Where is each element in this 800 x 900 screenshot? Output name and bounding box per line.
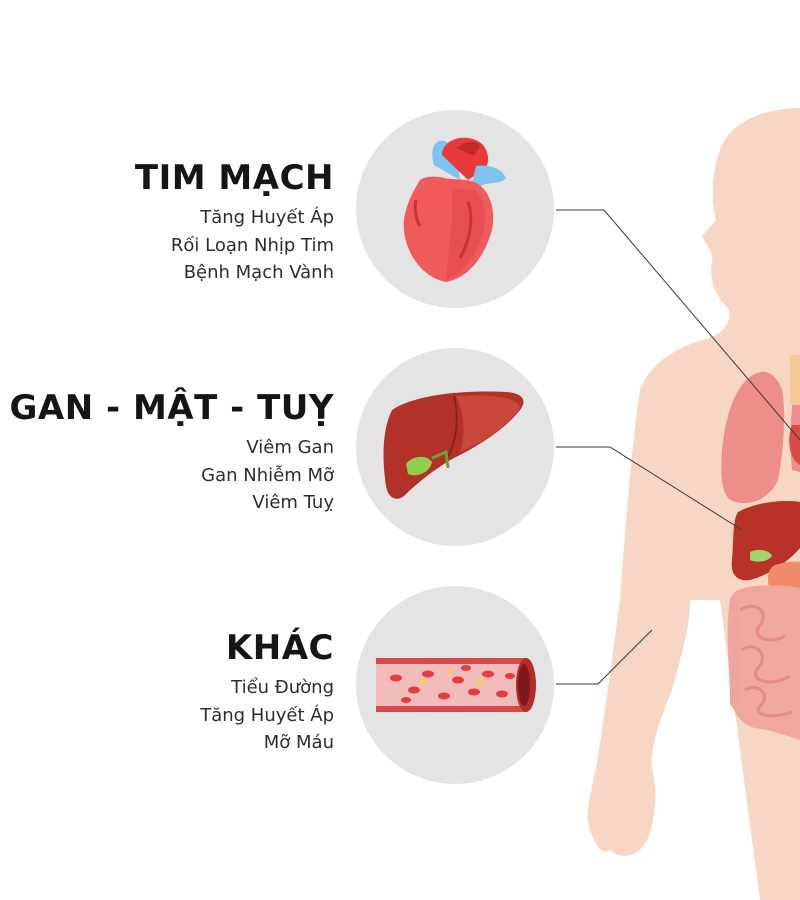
section-other: KHÁC Tiểu Đường Tăng Huyết Áp Mỡ Máu (200, 628, 334, 757)
colon-edge (730, 596, 740, 708)
blood-vessel-icon (376, 658, 536, 712)
trachea (790, 355, 800, 405)
condition-list: Tiểu Đường Tăng Huyết Áp Mỡ Máu (200, 674, 334, 757)
condition-item: Tăng Huyết Áp (200, 704, 334, 726)
section-heading: TIM MẠCH (134, 158, 334, 198)
intestines-in-body (727, 585, 800, 740)
liver-in-body (731, 501, 800, 581)
section-heading: GAN - MẬT - TUỴ (9, 388, 334, 428)
condition-item: Rối Loạn Nhịp Tim (170, 234, 334, 256)
section-liver-gallbladder-pancreas: GAN - MẬT - TUỴ Viêm Gan Gan Nhiễm Mỡ Vi… (9, 388, 334, 517)
condition-item: Viêm Gan (246, 437, 334, 458)
section-cardiovascular: TIM MẠCH Tăng Huyết Áp Rối Loạn Nhịp Tim… (135, 158, 334, 287)
condition-list: Viêm Gan Gan Nhiễm Mỡ Viêm Tuỵ (9, 434, 334, 517)
heart-icon-circle (356, 110, 554, 308)
condition-item: Bệnh Mạch Vành (183, 262, 334, 283)
blood-vessel-icon-circle (356, 586, 554, 784)
gallbladder-in-body (750, 549, 772, 562)
condition-item: Tiểu Đường (231, 677, 334, 698)
condition-item: Mỡ Máu (263, 732, 334, 753)
condition-item: Gan Nhiễm Mỡ (201, 464, 334, 486)
condition-item: Tăng Huyết Áp (200, 207, 334, 228)
section-heading: KHÁC (225, 628, 334, 668)
liver-icon (383, 391, 524, 499)
heart-icon (403, 137, 506, 282)
condition-item: Viêm Tuỵ (252, 492, 334, 513)
condition-list: Tăng Huyết Áp Rối Loạn Nhịp Tim Bệnh Mạc… (135, 204, 334, 287)
liver-icon-circle (356, 348, 554, 546)
